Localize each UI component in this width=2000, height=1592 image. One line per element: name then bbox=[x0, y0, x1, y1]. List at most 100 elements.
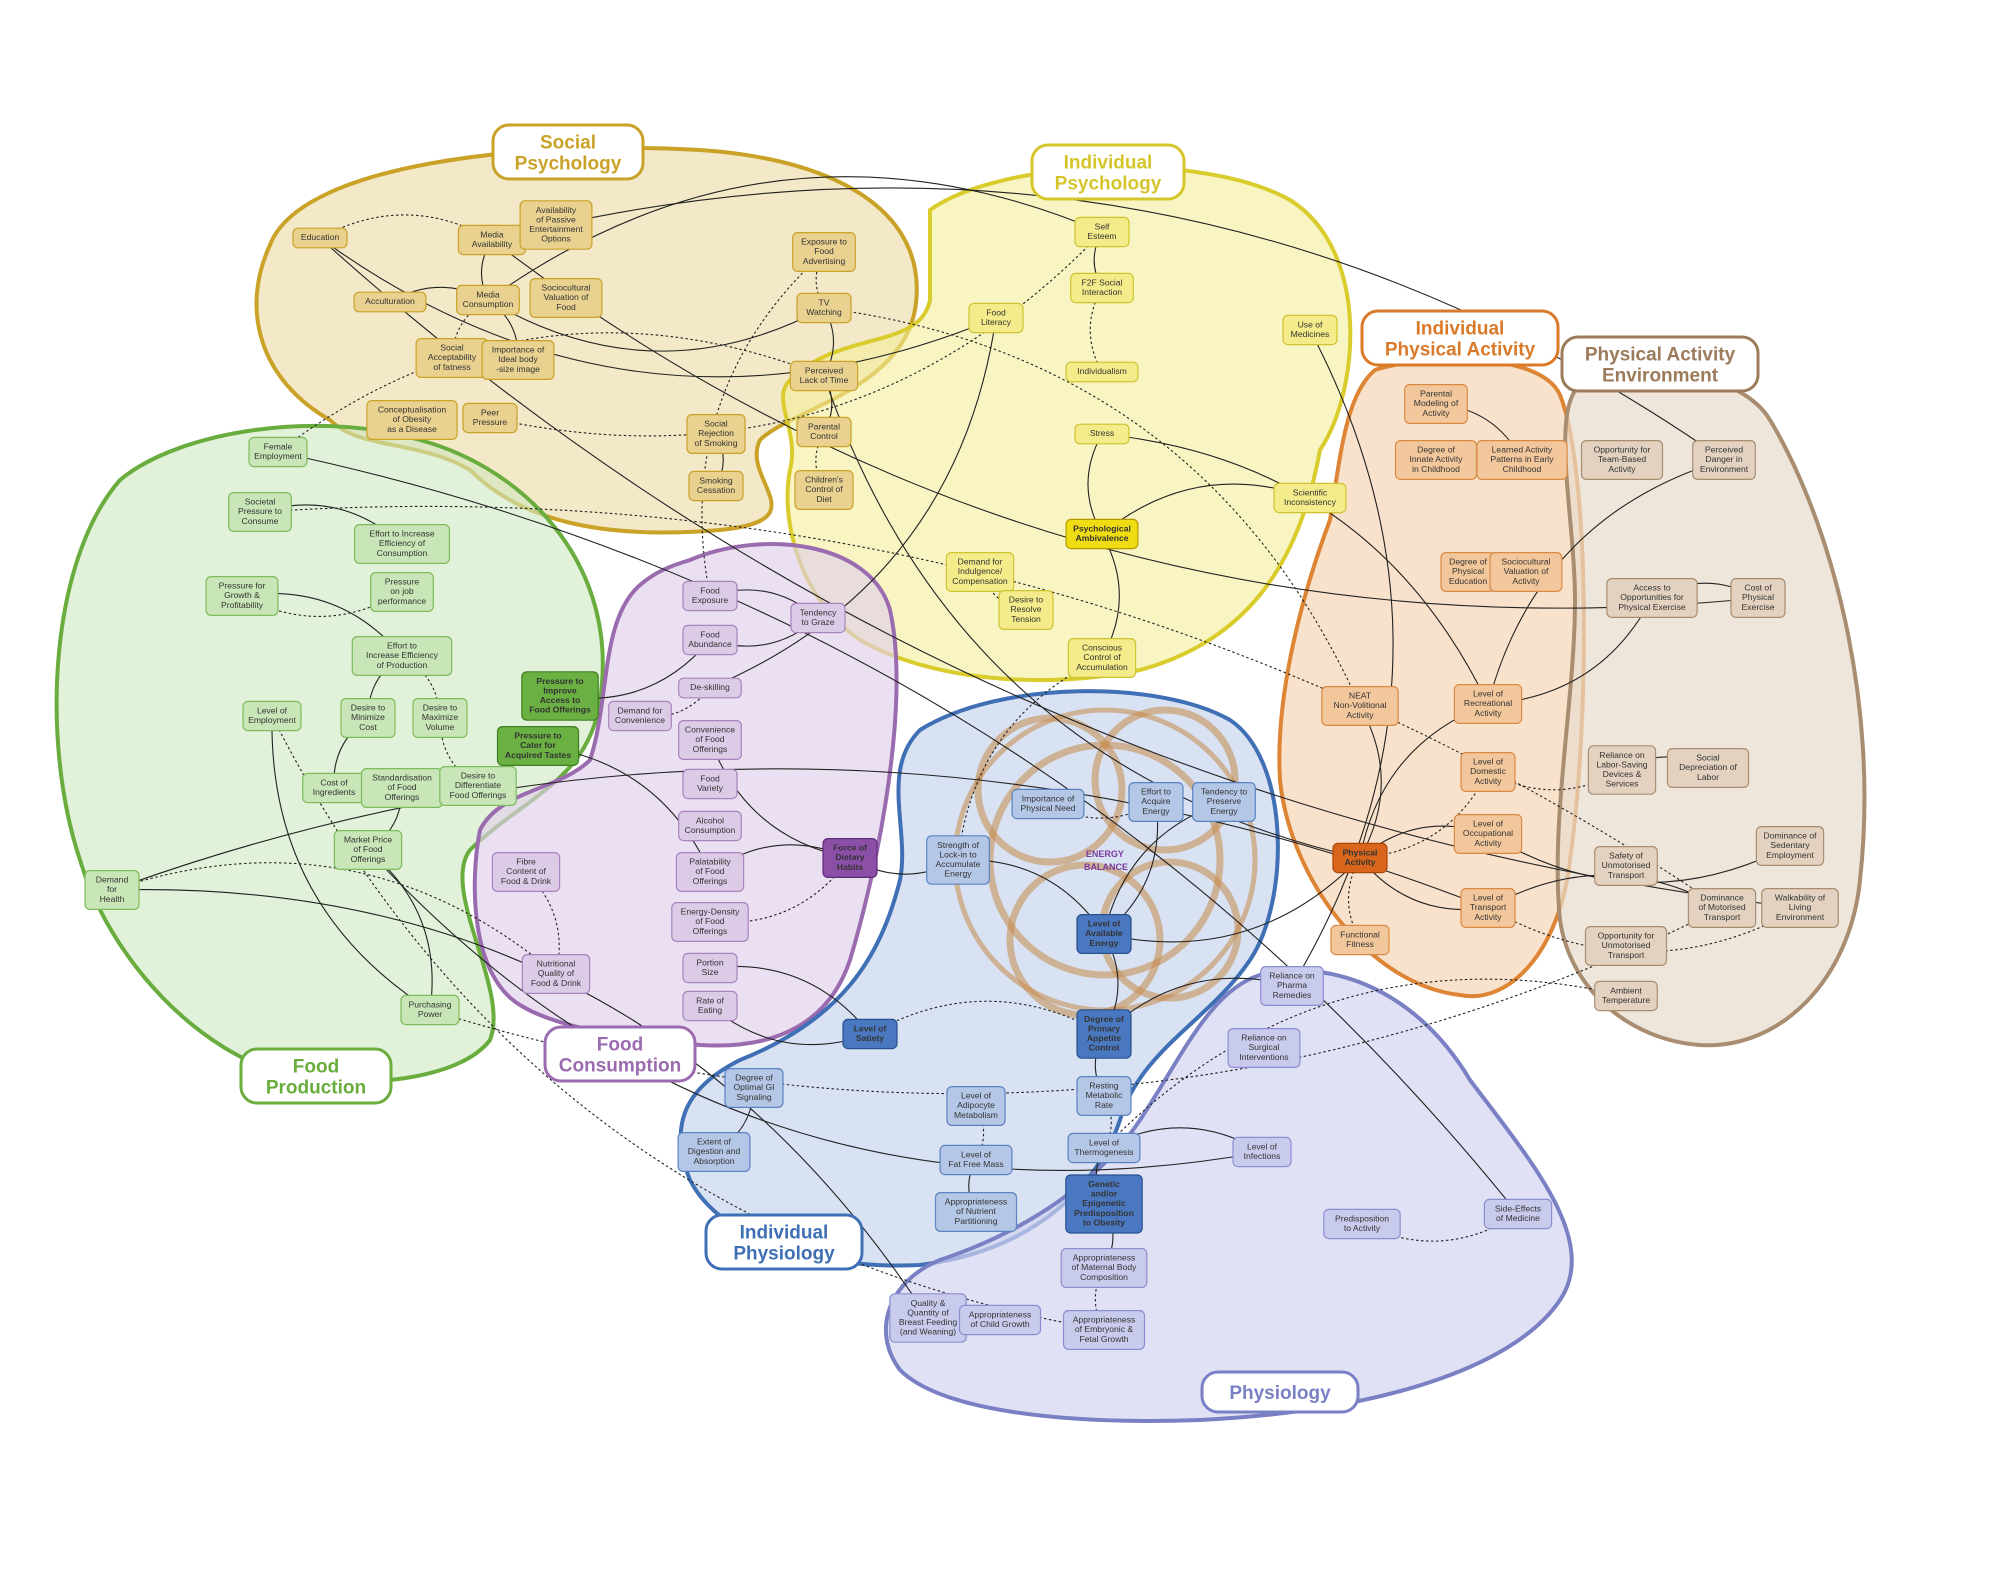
node-box bbox=[1192, 781, 1256, 822]
causal-link-level-employment-to-purchasing-power bbox=[271, 715, 431, 1011]
node-box bbox=[1065, 1174, 1143, 1234]
node-box bbox=[682, 952, 738, 984]
causal-link-perceived-danger-environment-to-level-recreational-activity bbox=[1486, 459, 1725, 705]
node-box bbox=[796, 292, 852, 324]
cluster-label-box bbox=[1030, 143, 1186, 201]
node-label: Acculturation bbox=[365, 296, 415, 306]
node-box bbox=[1323, 1208, 1401, 1240]
causal-link-level-thermogenesis-to-resting-metabolic-rate bbox=[1103, 1095, 1112, 1149]
node-box bbox=[724, 1067, 784, 1108]
node-box bbox=[1687, 887, 1757, 928]
node-box bbox=[1332, 842, 1388, 874]
node-box bbox=[521, 671, 599, 721]
cluster-label-box bbox=[1360, 309, 1560, 367]
node-box bbox=[926, 835, 990, 885]
node-box bbox=[205, 575, 279, 616]
node-label: Education bbox=[301, 232, 339, 242]
node-box bbox=[1060, 1247, 1148, 1288]
node-box bbox=[481, 340, 555, 381]
node-box bbox=[228, 492, 292, 533]
node-box bbox=[686, 414, 746, 455]
node-box bbox=[946, 1085, 1006, 1126]
node-box bbox=[968, 302, 1024, 334]
node-box bbox=[353, 291, 427, 313]
node-box bbox=[1761, 887, 1839, 928]
node-individualism: Individualism bbox=[1065, 361, 1139, 383]
node-box bbox=[491, 851, 561, 892]
cluster-region-food-production bbox=[54, 423, 605, 1084]
node-box bbox=[1594, 845, 1658, 886]
node-box bbox=[354, 523, 451, 564]
node-box bbox=[1483, 1198, 1553, 1230]
node-box bbox=[521, 953, 591, 994]
causal-link-physical-activity-to-level-available-energy bbox=[1103, 857, 1361, 943]
node-box bbox=[370, 571, 434, 612]
node-box bbox=[1076, 1009, 1132, 1059]
causal-link-media-consumption-to-tv-watching bbox=[487, 299, 825, 352]
energy-balance-label: ENERGY BALANCE bbox=[1084, 849, 1128, 872]
node-box bbox=[682, 990, 738, 1022]
node-box bbox=[1584, 925, 1668, 966]
